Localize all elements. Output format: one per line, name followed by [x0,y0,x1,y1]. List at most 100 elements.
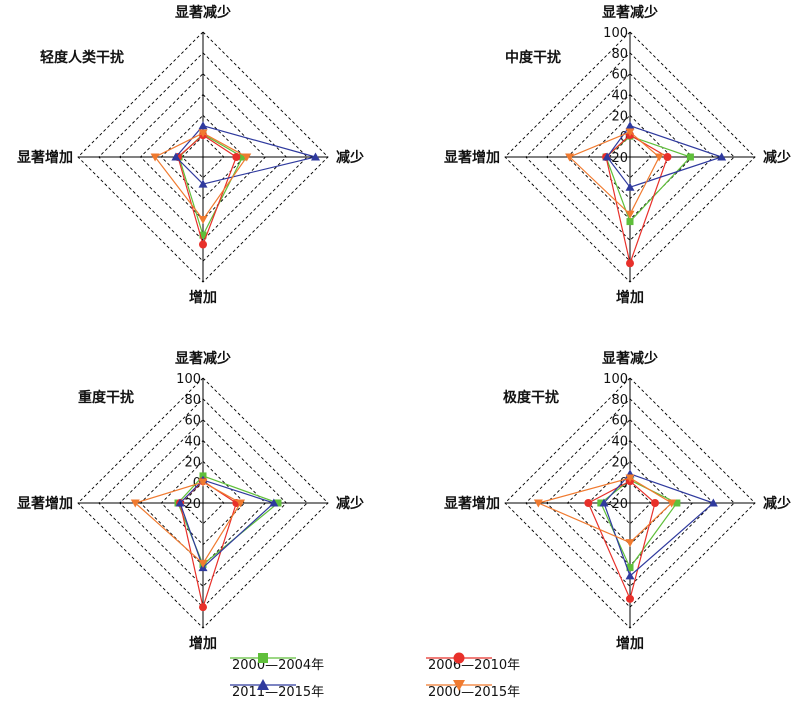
legend-marker-triangle-up [230,679,296,690]
data-point [130,499,140,508]
data-point [198,129,208,138]
data-point [274,499,282,507]
axis-label: 增加 [189,635,217,652]
tick-label: 60 [184,414,201,429]
data-point [199,231,207,239]
data-point [686,153,694,161]
grid-ring [546,419,714,587]
axis-label: 减少 [336,495,364,512]
panel-title: 重度干扰 [78,389,134,406]
data-point [198,216,208,224]
axis-label: 显著减少 [175,4,231,21]
axis-label: 显著增加 [444,495,500,512]
data-point [198,179,208,188]
tick-label: 60 [611,414,628,429]
data-point [667,499,677,508]
grid-ring [119,419,287,587]
data-point [626,259,634,268]
tick-label: 80 [184,393,201,408]
legend-marker-triangle-down [426,680,492,691]
axis-label: 减少 [763,149,791,166]
data-point [269,498,279,507]
data-point [708,498,718,507]
tick-label: 0 [620,476,628,491]
tick-label: -20 [607,497,628,512]
grid-ring [525,398,735,608]
axis-label: 增加 [616,289,644,306]
grid-ring [119,73,287,241]
data-point [232,153,241,161]
tick-label: -20 [180,497,201,512]
tick-label: 20 [184,455,201,470]
grid-ring [546,73,714,241]
data-point [654,153,664,162]
axis-label: 显著减少 [602,350,658,367]
data-point [236,499,245,508]
data-point [651,499,659,507]
axis-label: 显著减少 [175,350,231,367]
data-point [625,128,635,137]
data-point [717,152,727,161]
data-point [199,240,207,249]
data-point [171,152,181,161]
data-point [239,153,247,161]
data-point [198,478,208,487]
data-point [625,539,635,548]
data-point [311,152,320,161]
data-point [198,559,208,568]
axis-label: 显著增加 [17,495,73,512]
legend-label: 2006—2010年 [428,657,521,673]
legend: 2000—2004年 2006—2010年 2011—2015年 2000—20… [228,645,600,703]
data-point [673,499,681,507]
grid-ring [525,52,735,262]
axis-label: 显著增加 [17,149,73,166]
legend-item-2000-2015: 2000—2015年 [424,678,520,702]
tick-label: 100 [176,372,201,387]
tick-label: 80 [611,47,628,62]
legend-item-2000-2004: 2000—2004年 [228,651,324,675]
data-point [242,153,252,162]
data-point [626,218,634,226]
axis-label: 增加 [189,289,217,306]
panel-title: 中度干扰 [505,49,561,66]
axis-label: 显著增加 [444,149,500,166]
data-point [597,499,605,507]
tick-label: 100 [603,26,628,41]
panel-title: 极度干扰 [503,389,559,406]
data-point [584,499,593,507]
legend-label: 2000—2015年 [428,684,521,700]
data-point [602,152,612,161]
data-point [625,474,635,483]
data-point [625,571,635,580]
axis-label: 显著减少 [602,4,658,21]
data-point [625,210,635,219]
legend-label: 2000—2004年 [232,657,325,673]
data-point [175,498,185,507]
tick-label: 40 [611,89,628,104]
axis-label: 减少 [336,149,364,166]
axis-label: 增加 [616,635,644,652]
grid-ring [98,398,308,608]
tick-label: 60 [611,68,628,83]
data-point [198,121,208,130]
legend-item-2011-2015: 2011—2015年 [228,678,324,702]
data-point [626,564,634,572]
data-point [625,121,635,130]
data-point [626,594,634,603]
panel-title: 轻度人类干扰 [40,49,124,66]
axis-label: 减少 [763,495,791,512]
data-point [625,182,635,191]
tick-label: 40 [184,435,201,450]
tick-label: -20 [607,151,628,166]
tick-label: 40 [611,435,628,450]
data-point [533,499,543,508]
grid-ring [98,52,308,262]
tick-label: 100 [603,372,628,387]
series-line [536,477,673,544]
